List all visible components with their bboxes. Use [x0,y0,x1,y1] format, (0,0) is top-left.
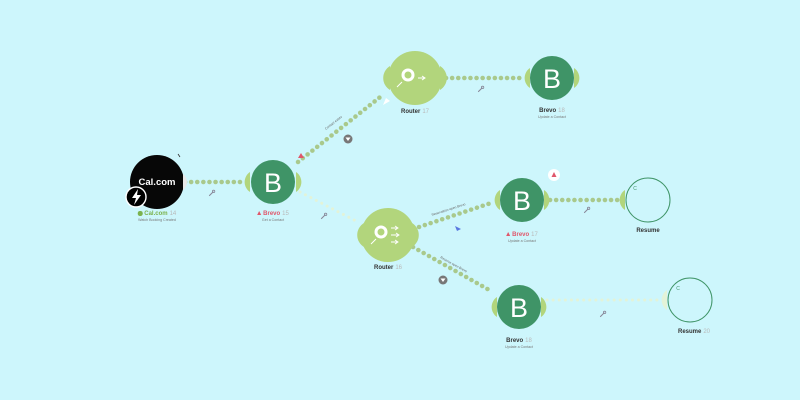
connector-wrench-icon[interactable] [320,212,328,220]
calcom-logo-text: Cal.com [139,177,176,188]
brevo-get-contact-module[interactable]: B [244,160,302,204]
connector-router-mid-to-brevo-bottom[interactable] [410,244,494,294]
brevo-update-bottom-module[interactable]: B [491,285,547,329]
node-title: Resume [677,329,702,335]
warning-icon [257,211,262,215]
router-mid-module[interactable] [357,208,419,262]
connector-wrench-icon[interactable] [477,85,485,93]
router-arrow-icon [421,75,426,81]
instant-trigger-icon[interactable] [125,186,147,208]
node-title: Brevo [512,232,530,238]
status-ok-icon [137,211,143,216]
node-description: Watch Booking Created [138,218,176,222]
node-id: 17 [422,109,430,115]
connector-brevo-to-router-mid[interactable] [298,190,358,223]
node-title: Brevo [539,108,557,114]
connector-router-mid-to-brevo-mid[interactable] [416,199,497,230]
router-top-module[interactable] [383,51,447,105]
error-badge[interactable] [548,169,560,181]
cursor-arrow-icon [455,226,461,231]
node-description: Update a Contact [538,115,566,119]
resume-mid-node-label: Resume [636,228,659,234]
node-id: 18 [558,108,565,114]
filter-settings-bottom-icon[interactable] [438,275,448,285]
node-description: Update a Contact [505,345,533,349]
resume-icon: C [676,286,680,292]
filter-settings-top-icon[interactable] [343,134,353,144]
node-id: 20 [703,329,711,335]
resume-bottom-module[interactable]: C [661,277,713,323]
warning-icon [506,232,511,236]
calcom-trigger-module[interactable]: Cal.com [125,155,187,209]
warning-marker-icon [298,153,304,158]
node-id: 15 [282,211,289,217]
node-id: 16 [395,265,403,271]
cursor-arrow-icon [177,153,181,158]
node-id: 17 [531,232,538,238]
resume-mid-module[interactable]: C [619,177,671,223]
node-description: Get a Contact [261,218,285,222]
brevo-logo-icon: B [543,64,561,94]
router-arrow-icon [394,225,400,245]
connector-wrench-icon[interactable] [583,206,591,214]
cursor-arrow-icon [383,98,390,105]
node-description: Update a Contact [508,239,536,243]
connector-wrench-icon[interactable] [599,310,607,318]
node-title: Brevo [263,211,281,217]
node-title: Brevo [506,338,524,344]
brevo-update-mid-module[interactable]: B [494,178,550,222]
brevo-logo-icon: B [513,186,531,216]
brevo-logo-icon: B [510,293,528,323]
brevo-logo-icon: B [264,168,282,198]
brevo-update-top-module[interactable]: B [524,56,580,100]
connector-wrench-icon[interactable] [208,189,216,197]
node-title: Resume [636,228,660,234]
connector-brevo-to-router-top[interactable] [295,91,387,165]
node-title: Router [373,265,394,271]
resume-icon: C [633,186,637,192]
node-title: Cal.com [144,211,168,217]
node-id: 18 [525,338,532,344]
node-title: Router [400,109,421,115]
node-id: 14 [169,211,177,217]
